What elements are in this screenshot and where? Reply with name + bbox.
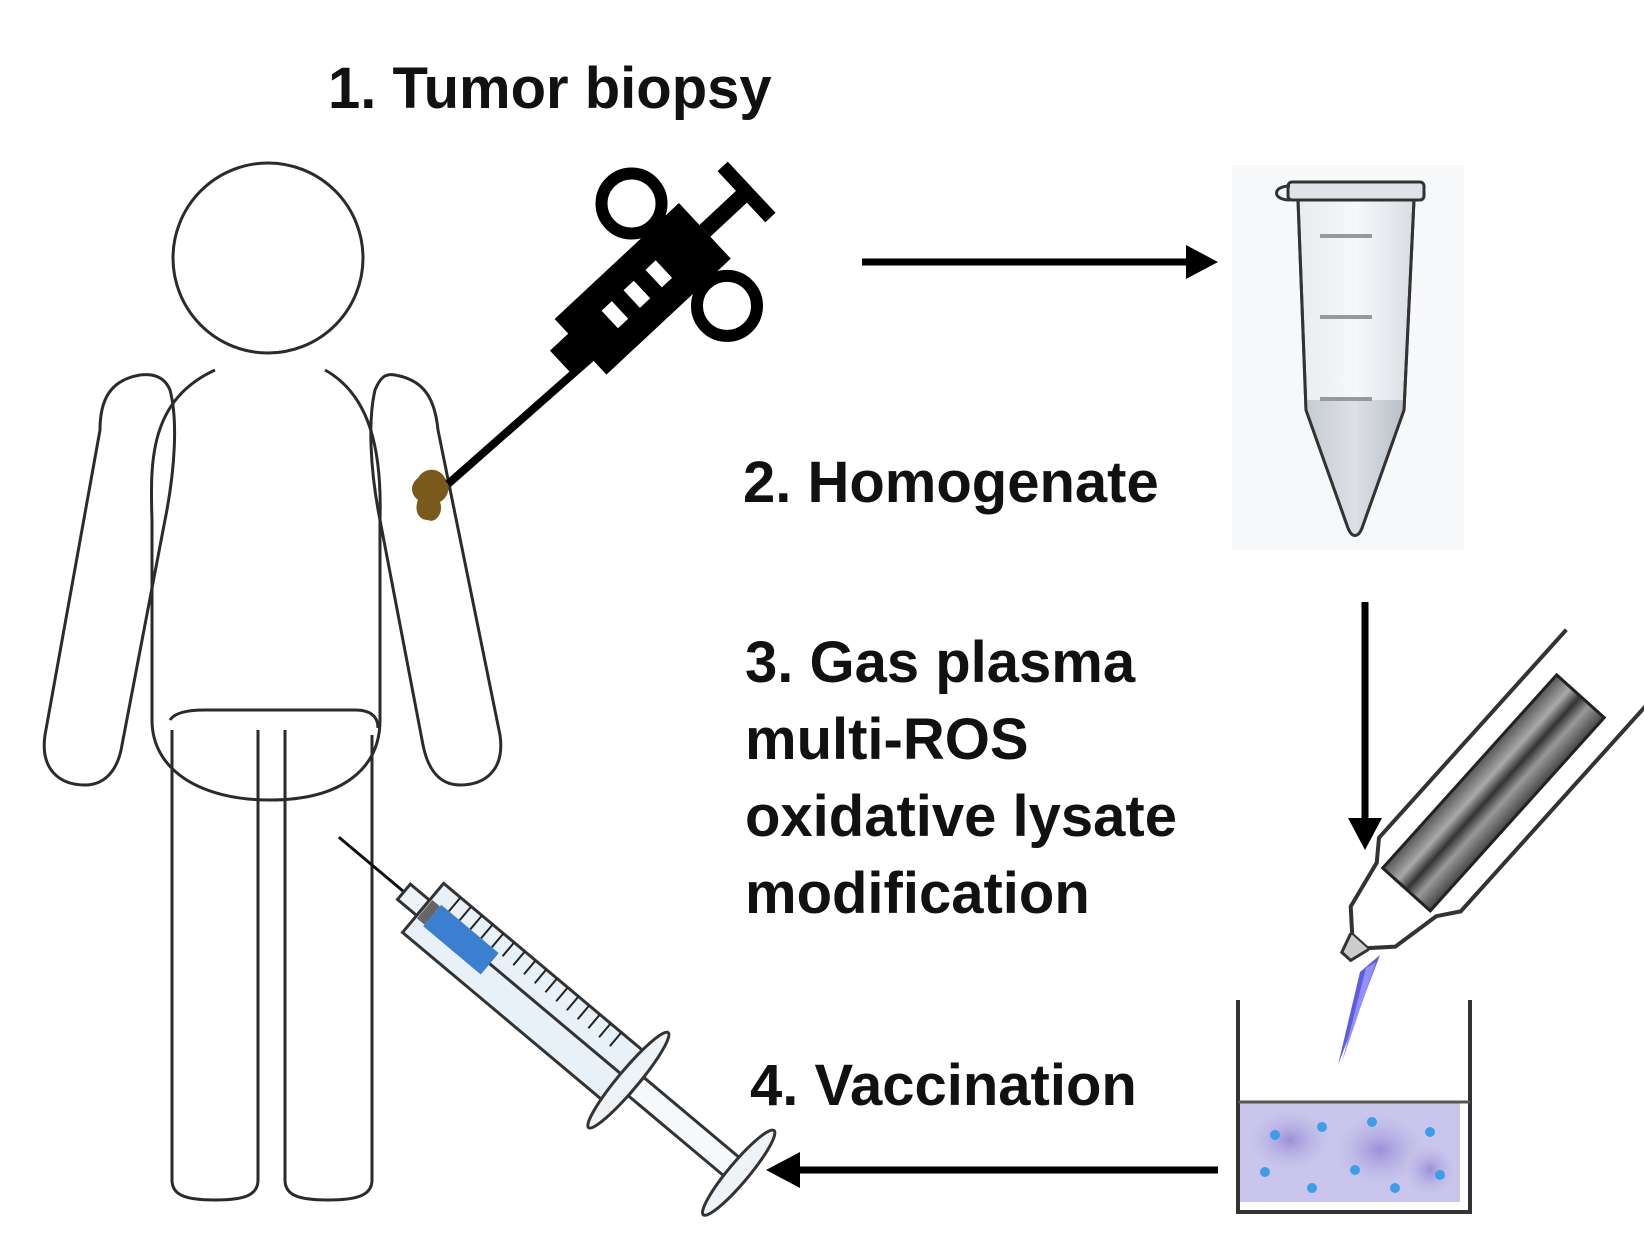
arrow-right [862, 245, 1218, 279]
arrow-down [1348, 602, 1382, 850]
vaccine-syringe-icon [337, 836, 777, 1217]
step-3-line-1: 3. Gas plasma [745, 630, 1136, 695]
eppendorf-tube-icon [1232, 165, 1464, 550]
arrow-left [766, 1152, 1218, 1188]
step-3-label: 3. Gas plasma multi-ROS oxidative lysate… [745, 634, 1177, 942]
step-3-line-2: multi-ROS [745, 707, 1029, 772]
step-1-label: 1. Tumor biopsy [328, 56, 772, 121]
step-3-line-4: modification [745, 861, 1090, 926]
step-2-label: 2. Homogenate [743, 450, 1159, 515]
human-outline-icon [42, 161, 503, 1202]
tumor-mark [412, 469, 449, 521]
step-4-label: 4. Vaccination [750, 1053, 1137, 1118]
step-3-line-3: oxidative lysate [745, 784, 1177, 849]
biopsy-syringe-icon [445, 161, 776, 488]
plasma-jet-icon [1338, 628, 1644, 1065]
well-dish-icon [1236, 1000, 1472, 1214]
